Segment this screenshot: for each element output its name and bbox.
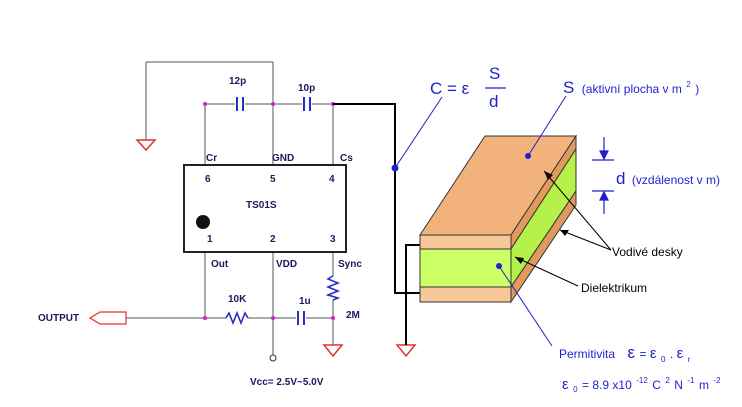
ground-symbol-sync: [322, 344, 344, 358]
label-1u: 1u: [299, 296, 311, 307]
ground-symbol-plate: [395, 344, 417, 358]
label-10p: 10p: [298, 83, 315, 94]
dielectric-label: Dielektrikum: [581, 281, 647, 295]
pin-number-6: 6: [205, 174, 211, 185]
pin-label-sync: Sync: [338, 259, 362, 270]
pin-number-5: 5: [270, 174, 276, 185]
top-plate-front-face: [419, 234, 512, 250]
capacitor-12p: [236, 97, 244, 111]
resistor-2m: [325, 275, 341, 301]
callout-line-permittivity: [498, 265, 553, 347]
chip-body: [183, 164, 347, 253]
pin-label-cr: Cr: [206, 153, 217, 164]
pin-number-1: 1: [207, 234, 213, 245]
pin-label-cs: Cs: [340, 153, 353, 164]
callout-line-formula: [394, 96, 443, 169]
label-12p: 12p: [229, 76, 246, 87]
output-arrow: [88, 311, 127, 325]
label-2m: 2M: [346, 310, 360, 321]
permittivity-constant: ε 0 = 8.9 x10 -12 C 2 N -1 m -2: [562, 370, 721, 396]
resistor-10k: [225, 310, 249, 326]
plates-label: Vodivé desky: [612, 245, 683, 259]
permittivity-label: Permitivita ε = ε 0 . ε r: [559, 343, 691, 366]
chip-name: TS01S: [246, 200, 277, 211]
ground-symbol-left: [135, 139, 157, 152]
formula-denominator: d: [489, 92, 498, 111]
distance-arrows: [592, 137, 614, 214]
formula-capacitance: C = ε S d: [430, 64, 506, 111]
arrowhead-dielectric: [515, 257, 524, 264]
callout-lines-plates: [543, 170, 612, 251]
chip-pin1-dot: [196, 215, 210, 229]
arrowhead-plate-top: [544, 171, 553, 180]
pin-label-vdd: VDD: [276, 259, 297, 270]
pin-number-2: 2: [270, 234, 276, 245]
pin-number-3: 3: [330, 234, 336, 245]
capacitor-3d: [419, 134, 577, 304]
vcc-terminal: [269, 354, 277, 362]
arrowhead-plate-bottom: [560, 230, 569, 236]
formula-numerator: S: [489, 64, 500, 83]
pin-label-gnd: GND: [272, 153, 294, 164]
vcc-label: Vcc= 2.5V~5.0V: [250, 377, 324, 388]
callout-line-area: [527, 95, 567, 157]
capacitor-10p: [303, 97, 311, 111]
output-label: OUTPUT: [38, 313, 79, 324]
area-label: S (aktivní plocha v m 2 ): [563, 74, 699, 97]
capacitor-1u: [297, 311, 305, 325]
pin-label-out: Out: [211, 259, 229, 270]
distance-label: d (vzdálenost v m): [616, 169, 720, 188]
bottom-plate-front-face: [419, 286, 512, 303]
pin-number-4: 4: [329, 174, 335, 185]
callout-line-dielectric: [514, 256, 579, 287]
label-10k: 10K: [228, 294, 247, 305]
connection-wires: [333, 103, 420, 345]
formula-lhs: C = ε: [430, 79, 470, 98]
